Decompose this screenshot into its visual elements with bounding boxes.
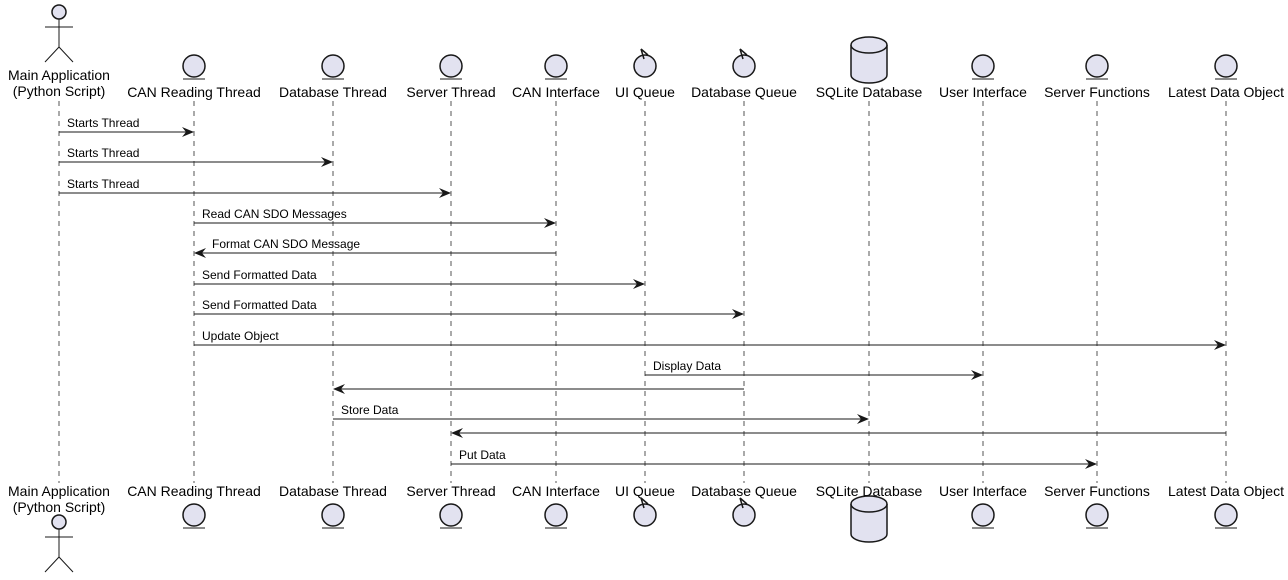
latest_obj-top-label: Latest Data Object	[1168, 84, 1284, 100]
message-arrowhead-9	[971, 370, 983, 380]
message-arrowhead-4	[544, 218, 556, 228]
latest_obj-top-entity-icon	[1214, 54, 1238, 80]
main-top-label: (Python Script)	[13, 83, 106, 99]
sqlite-bottom-label: SQLite Database	[816, 483, 923, 499]
message-label-11: Store Data	[341, 403, 399, 417]
server_thread-top-label: Server Thread	[406, 84, 495, 100]
db_queue-bottom-label: Database Queue	[691, 483, 797, 499]
message-label-1: Starts Thread	[67, 116, 139, 130]
db_thread-bottom-entity-icon	[321, 503, 345, 529]
message-label-8: Update Object	[202, 329, 279, 343]
ui-top-entity-icon	[971, 54, 995, 80]
sqlite-top-label: SQLite Database	[816, 84, 923, 100]
message-arrowhead-8	[1214, 340, 1226, 350]
can_reader-bottom-entity-icon	[182, 503, 206, 529]
message-label-9: Display Data	[653, 359, 721, 373]
db_thread-top-label: Database Thread	[279, 84, 387, 100]
ui-bottom-label: User Interface	[939, 483, 1027, 499]
latest_obj-bottom-entity-icon	[1214, 503, 1238, 529]
server_funcs-top-entity-icon	[1085, 54, 1109, 80]
server_thread-top-entity-icon	[439, 54, 463, 80]
can_iface-bottom-label: CAN Interface	[512, 483, 600, 499]
message-arrowhead-6	[633, 279, 645, 289]
message-arrowhead-11	[857, 414, 869, 424]
can_iface-top-entity-icon	[544, 54, 568, 80]
ui_queue-bottom-control-icon	[633, 497, 657, 527]
message-label-4: Read CAN SDO Messages	[202, 207, 347, 221]
sqlite-top-database-icon	[850, 36, 888, 84]
message-arrowhead-5	[194, 248, 206, 258]
message-arrowhead-12	[451, 428, 463, 438]
message-label-5: Format CAN SDO Message	[212, 237, 360, 251]
main-bottom-label: (Python Script)	[13, 499, 106, 515]
sqlite-bottom-database-icon	[850, 495, 888, 543]
ui-top-label: User Interface	[939, 84, 1027, 100]
db_queue-top-control-icon	[732, 48, 756, 78]
can_reader-top-entity-icon	[182, 54, 206, 80]
db_queue-bottom-control-icon	[732, 497, 756, 527]
message-label-6: Send Formatted Data	[202, 268, 317, 282]
message-arrowhead-10	[333, 384, 345, 394]
server_thread-bottom-label: Server Thread	[406, 483, 495, 499]
db_queue-top-label: Database Queue	[691, 84, 797, 100]
can_reader-bottom-label: CAN Reading Thread	[127, 483, 261, 499]
message-label-13: Put Data	[459, 448, 506, 462]
main-top-label: Main Application	[8, 67, 110, 83]
latest_obj-bottom-label: Latest Data Object	[1168, 483, 1284, 499]
ui-bottom-entity-icon	[971, 503, 995, 529]
message-arrowhead-7	[732, 309, 744, 319]
server_funcs-top-label: Server Functions	[1044, 84, 1150, 100]
server_thread-bottom-entity-icon	[439, 503, 463, 529]
can_reader-top-label: CAN Reading Thread	[127, 84, 261, 100]
message-label-2: Starts Thread	[67, 146, 139, 160]
server_funcs-bottom-entity-icon	[1085, 503, 1109, 529]
message-arrowhead-13	[1085, 459, 1097, 469]
message-label-3: Starts Thread	[67, 177, 139, 191]
ui_queue-top-label: UI Queue	[615, 84, 675, 100]
main-bottom-actor-icon	[44, 514, 74, 573]
message-arrowhead-1	[182, 127, 194, 137]
can_iface-top-label: CAN Interface	[512, 84, 600, 100]
main-top-actor-icon	[44, 4, 74, 63]
message-label-7: Send Formatted Data	[202, 298, 317, 312]
message-arrowhead-3	[439, 188, 451, 198]
message-arrowhead-2	[321, 157, 333, 167]
server_funcs-bottom-label: Server Functions	[1044, 483, 1150, 499]
db_thread-top-entity-icon	[321, 54, 345, 80]
main-bottom-label: Main Application	[8, 483, 110, 499]
ui_queue-bottom-label: UI Queue	[615, 483, 675, 499]
db_thread-bottom-label: Database Thread	[279, 483, 387, 499]
can_iface-bottom-entity-icon	[544, 503, 568, 529]
ui_queue-top-control-icon	[633, 48, 657, 78]
